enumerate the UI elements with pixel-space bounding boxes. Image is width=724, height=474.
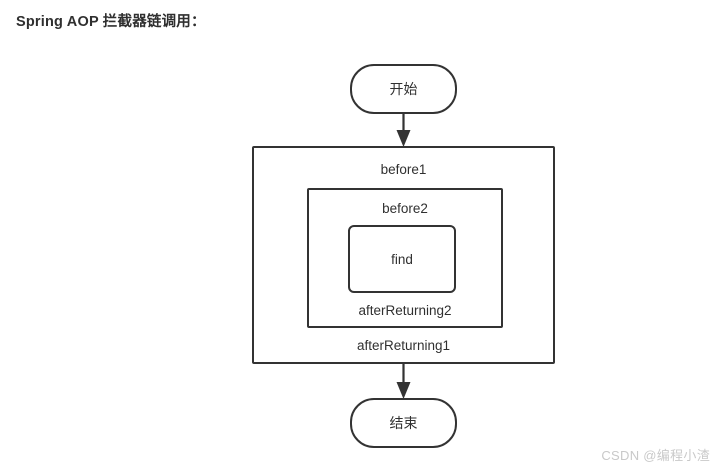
watermark: CSDN @编程小渣 xyxy=(601,448,710,463)
node-start[interactable]: 开始 xyxy=(350,64,457,114)
page-title: Spring AOP 拦截器链调用： xyxy=(16,14,206,30)
arrowhead-icon xyxy=(396,382,411,399)
node-find-label: find xyxy=(391,251,413,267)
node-start-label: 开始 xyxy=(389,81,418,97)
node-end-label: 结束 xyxy=(389,415,418,431)
arrowhead-icon xyxy=(396,130,411,147)
node-end[interactable]: 结束 xyxy=(350,398,457,448)
node-find[interactable]: find xyxy=(348,225,456,293)
